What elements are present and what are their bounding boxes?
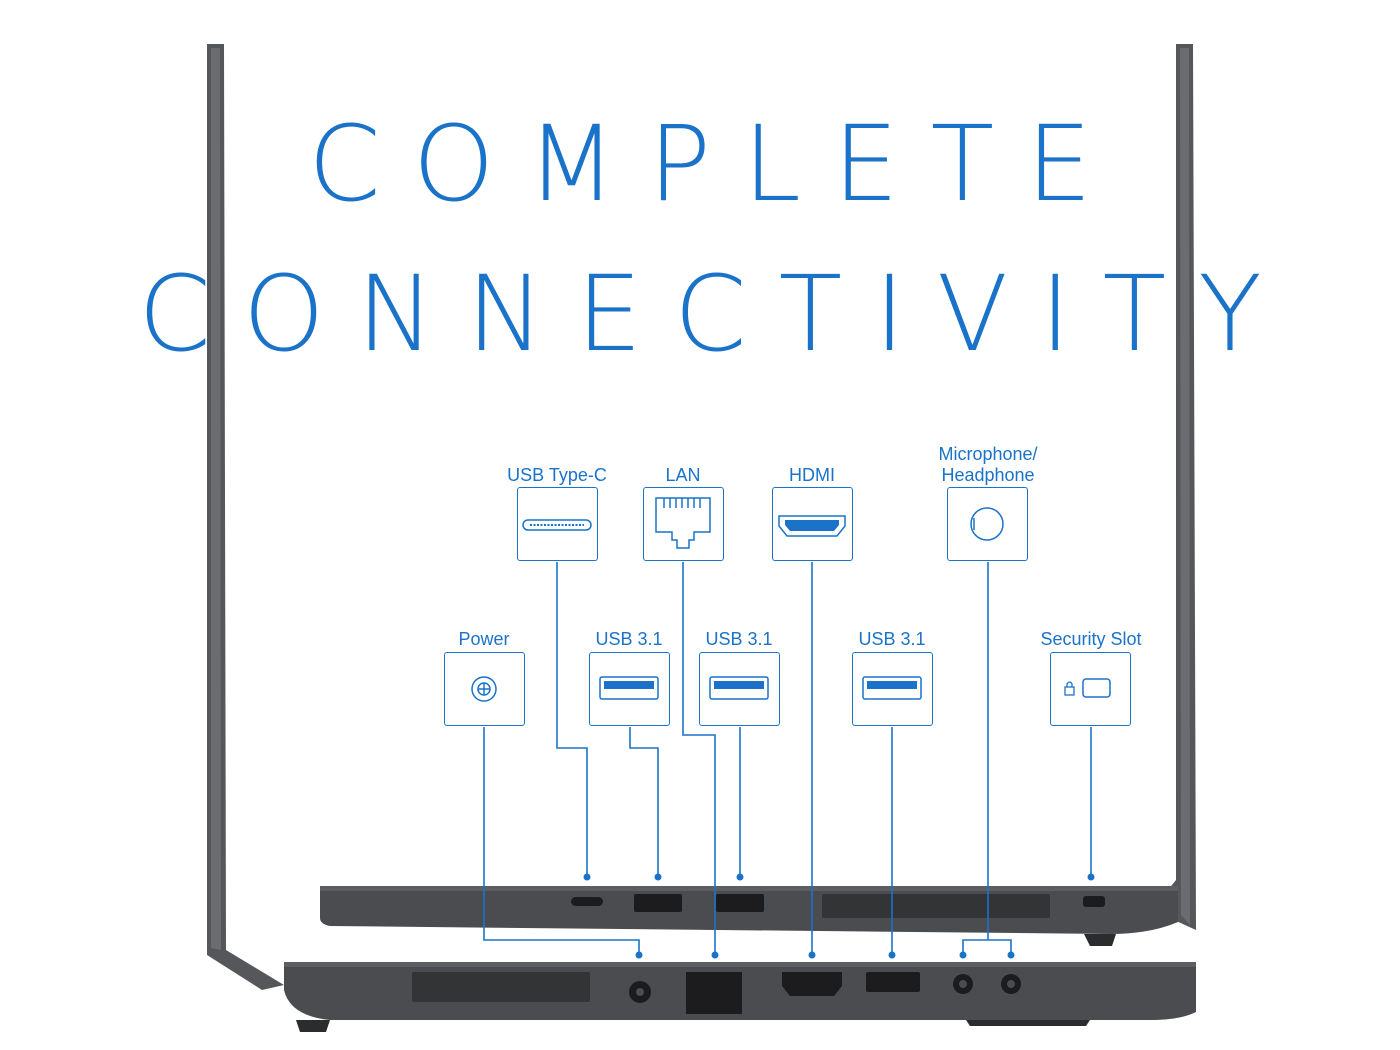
usb31-box-2 (699, 652, 780, 726)
label-security-slot: Security Slot (1040, 629, 1142, 649)
port-usb-c-right (571, 897, 603, 906)
port-usb-a-right-2 (716, 894, 764, 912)
power-box (444, 652, 525, 726)
hdmi-port-icon (778, 515, 846, 537)
label-usb31-1: USB 3.1 (595, 629, 663, 649)
laptop-right-side (320, 886, 1178, 946)
port-security-slot (1083, 896, 1105, 907)
label-lan: LAN (665, 465, 701, 485)
vent-grille-left (412, 972, 590, 1002)
label-microphone-headphone: Microphone/ Headphone (938, 444, 1037, 486)
laptop-left-side (284, 962, 1196, 1032)
label-usb-type-c: USB Type-C (507, 465, 607, 485)
usb-a-icon (599, 676, 659, 700)
headline-line-2: CONNECTIVITY (138, 253, 1294, 375)
hdmi-box (772, 487, 853, 561)
usb-a-icon (862, 676, 922, 700)
label-headphone: Headphone (941, 465, 1035, 485)
connector-dots (583, 873, 1095, 959)
headline-line-1: COMPLETE (308, 103, 1124, 225)
vent-grille-right (822, 894, 1050, 918)
usb-type-c-box (517, 487, 598, 561)
port-lan (686, 972, 742, 1014)
label-hdmi: HDMI (789, 465, 835, 485)
audio-jack-box (947, 487, 1028, 561)
usb-a-icon (709, 676, 769, 700)
label-usb31-3: USB 3.1 (858, 629, 926, 649)
power-port-icon (471, 676, 497, 702)
security-slot-box (1050, 652, 1131, 726)
port-usb-a-right-1 (634, 894, 682, 912)
label-microphone: Microphone/ (938, 444, 1038, 464)
usb31-box-1 (589, 652, 670, 726)
label-usb31-2: USB 3.1 (705, 629, 773, 649)
usb-type-c-icon (522, 519, 592, 531)
usb31-box-3 (852, 652, 933, 726)
audio-jack-icon (970, 507, 1004, 541)
lan-box (643, 487, 724, 561)
lan-port-icon (655, 497, 711, 549)
port-usb-a-left (866, 972, 920, 992)
security-lock-icon (1064, 678, 1111, 698)
label-power: Power (458, 629, 510, 649)
connector-lines (483, 562, 1092, 952)
port-hdmi (782, 972, 842, 996)
